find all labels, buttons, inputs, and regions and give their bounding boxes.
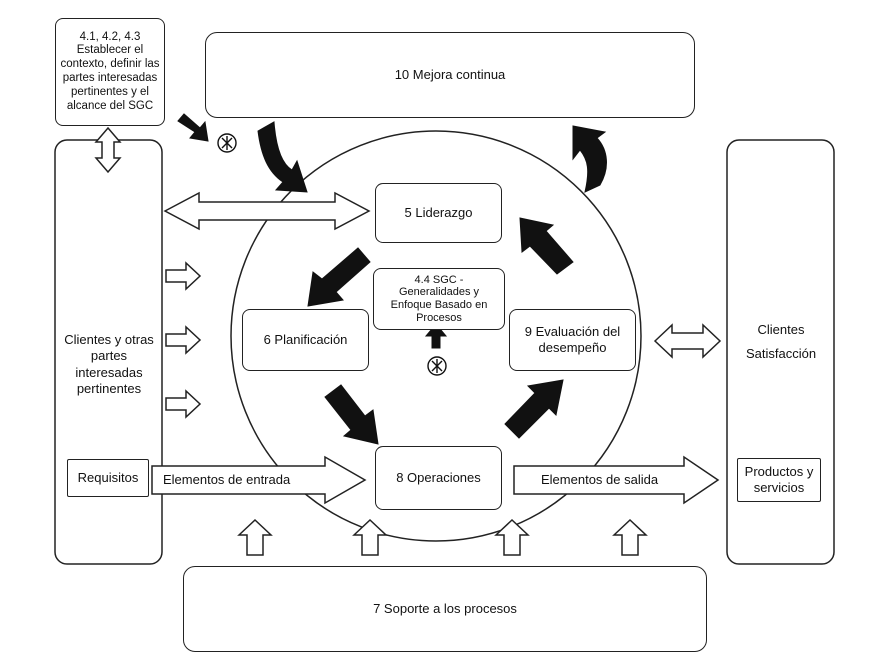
operaciones-label: 8 Operaciones xyxy=(396,470,481,486)
arrow-salida xyxy=(513,455,720,505)
requisitos-label: Requisitos xyxy=(77,470,139,486)
elementos-entrada-label: Elementos de entrada xyxy=(163,472,291,487)
elementos-salida-label: Elementos de salida xyxy=(541,472,659,487)
soporte-box: 7 Soporte a los procesos xyxy=(183,566,707,652)
evaluacion-label: 9 Evaluación del desempeño xyxy=(524,324,621,355)
satisfaccion-label: Satisfacción xyxy=(745,346,817,361)
mejora-box: 10 Mejora continua xyxy=(205,32,695,118)
mejora-label: 10 Mejora continua xyxy=(394,67,506,83)
left-small-arrows xyxy=(165,261,202,419)
requisitos-box: Requisitos xyxy=(67,459,149,497)
clientes-left-label: Clientes y otras partes interesadas pert… xyxy=(64,332,154,396)
productos-box: Productos y servicios xyxy=(737,458,821,502)
soporte-label: 7 Soporte a los procesos xyxy=(373,601,517,617)
double-arrow-context xyxy=(94,126,122,174)
black-flow-arrows xyxy=(177,113,607,445)
liderazgo-label: 5 Liderazgo xyxy=(404,205,473,221)
asterisk-icon xyxy=(217,133,237,153)
planificacion-label: 6 Planificación xyxy=(263,332,348,348)
evaluacion-box: 9 Evaluación del desempeño xyxy=(509,309,636,371)
planificacion-box: 6 Planificación xyxy=(242,309,369,371)
sgc-box: 4.4 SGC - Generalidades y Enfoque Basado… xyxy=(373,268,505,330)
context-box: 4.1, 4.2, 4.3 Establecer el contexto, de… xyxy=(55,18,165,126)
context-text: 4.1, 4.2, 4.3 Establecer el contexto, de… xyxy=(60,30,160,112)
double-arrow-liderazgo xyxy=(163,191,371,231)
support-up-arrows xyxy=(237,518,648,556)
pdca-circle xyxy=(230,130,642,542)
productos-label: Productos y servicios xyxy=(744,464,814,495)
double-arrow-evaluacion xyxy=(653,323,722,359)
asterisk-icon xyxy=(427,356,447,376)
sgc-label: 4.4 SGC - Generalidades y Enfoque Basado… xyxy=(390,273,488,324)
operaciones-box: 8 Operaciones xyxy=(375,446,502,510)
arrow-entrada xyxy=(151,455,367,505)
liderazgo-box: 5 Liderazgo xyxy=(375,183,502,243)
clientes-right-label: Clientes xyxy=(757,322,805,337)
